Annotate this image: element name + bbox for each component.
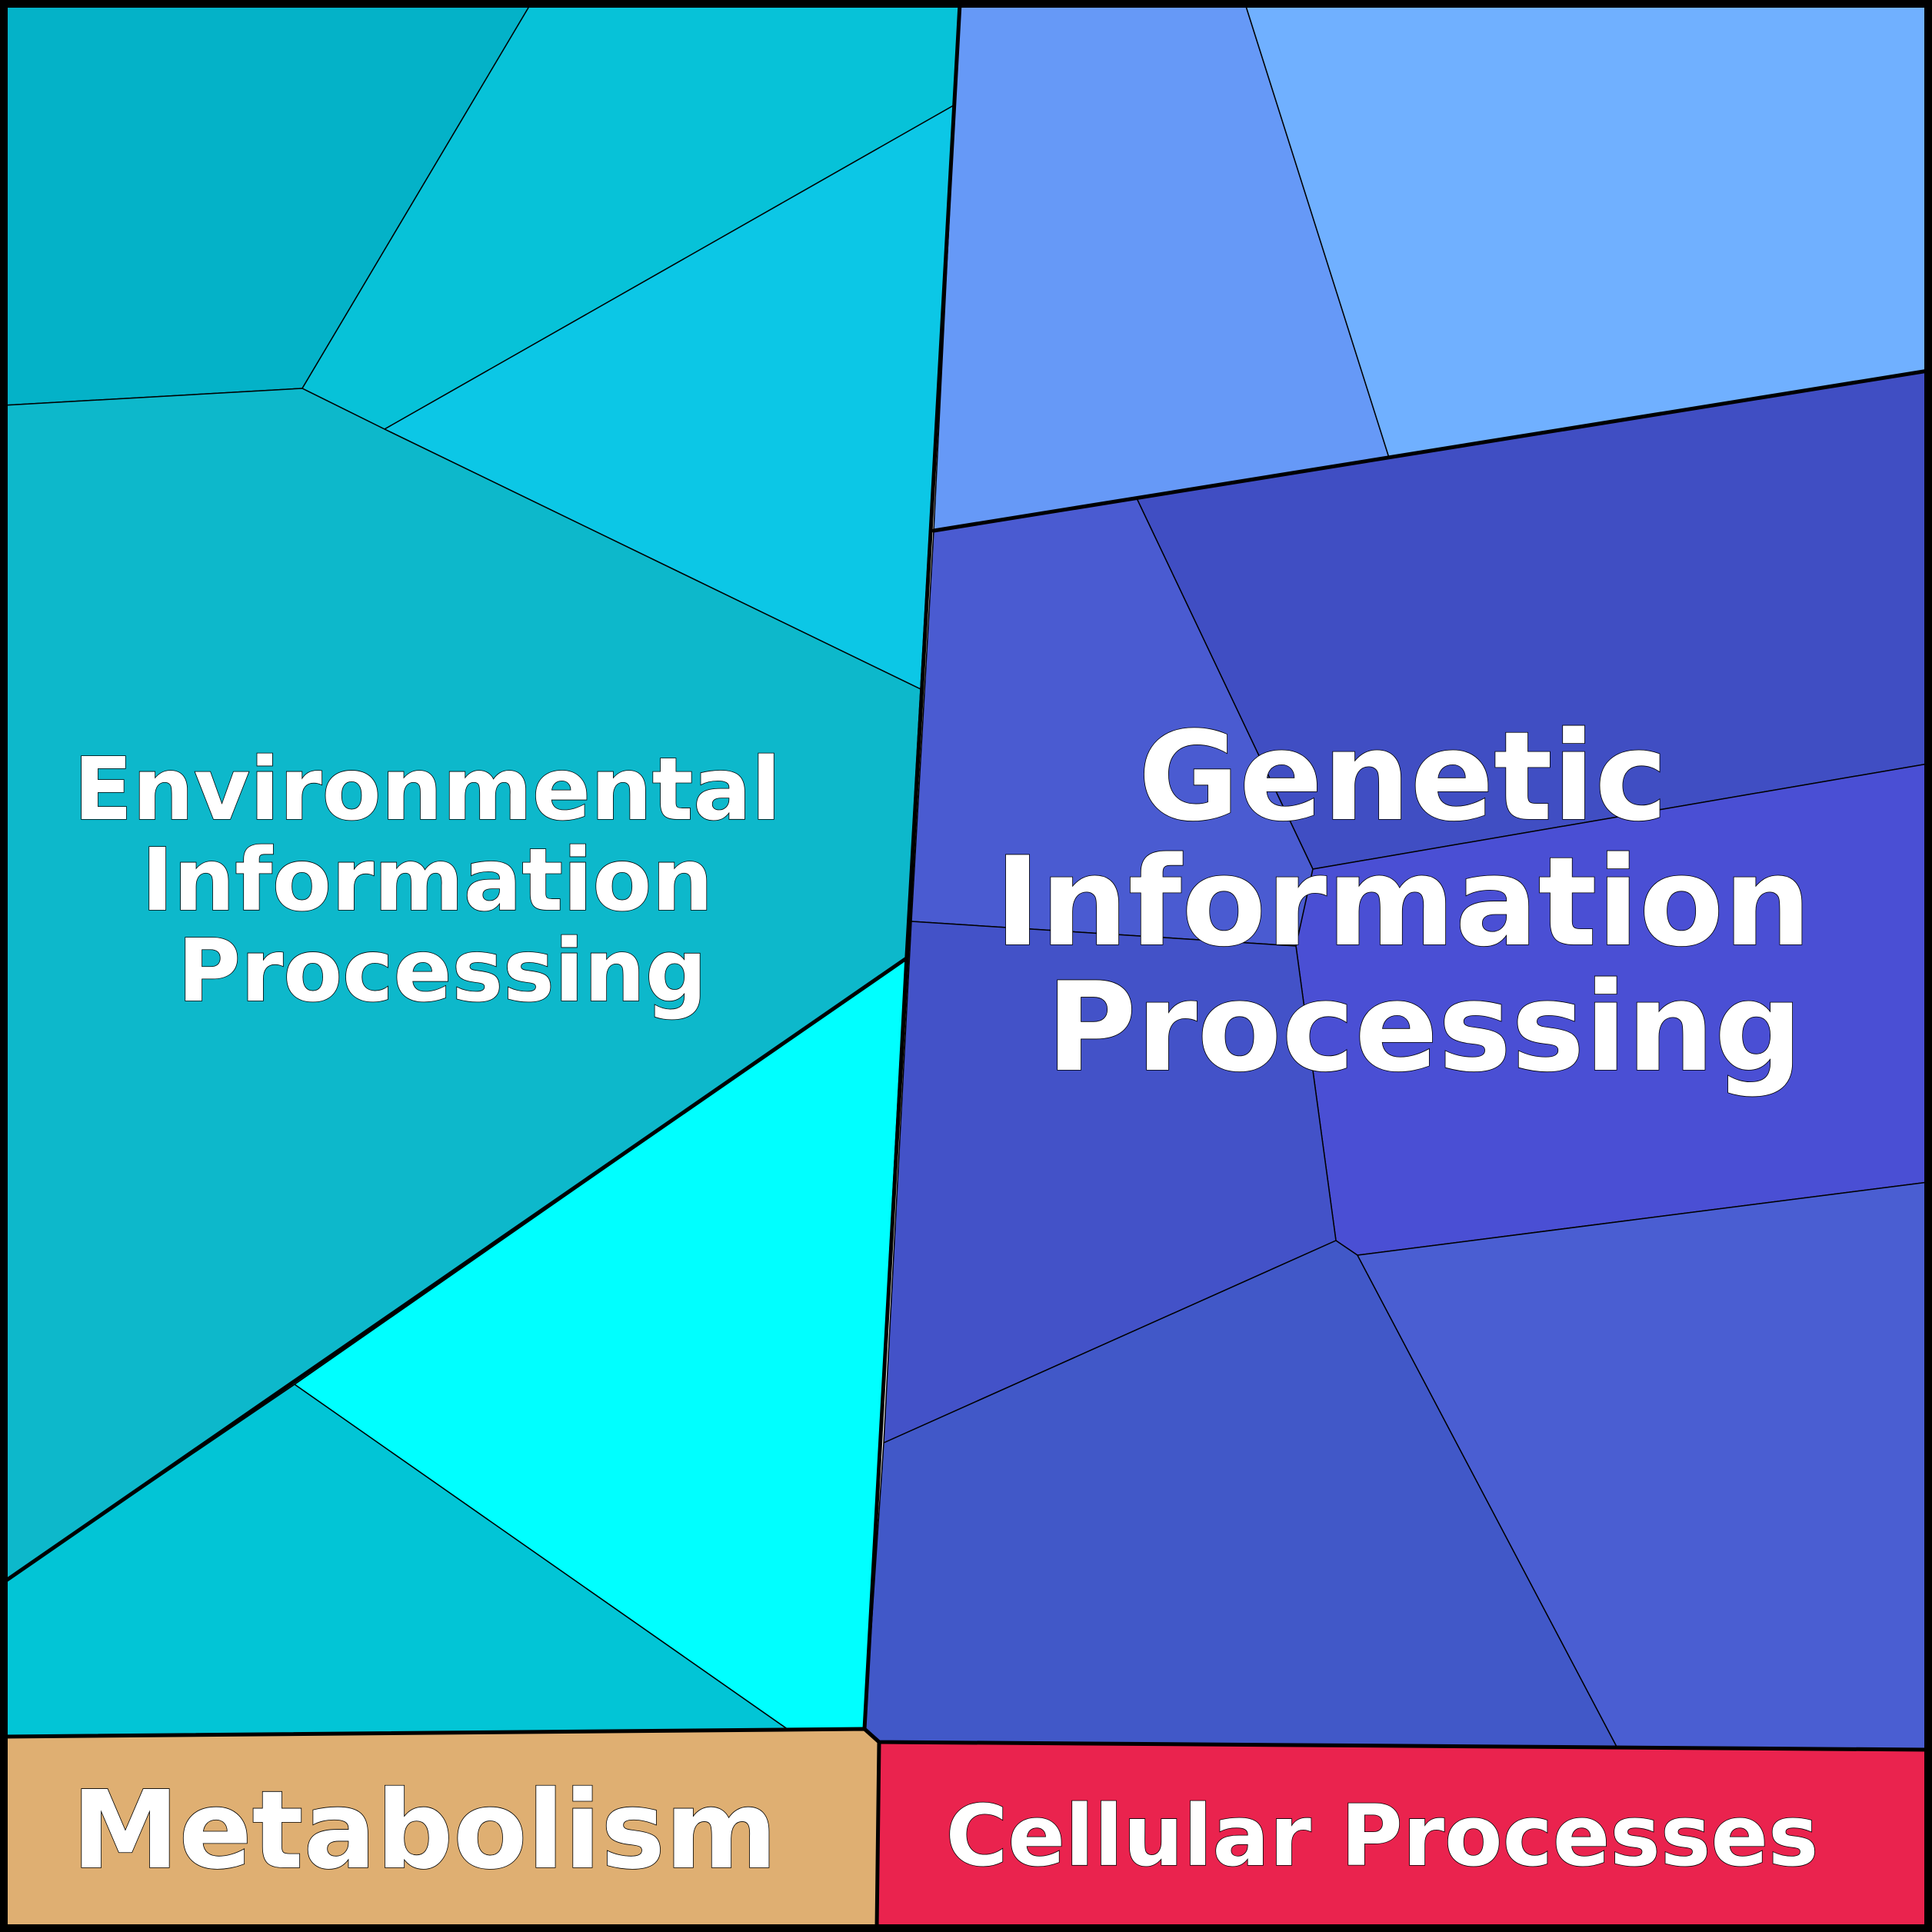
env-gen-border — [862, 2, 962, 1731]
genetic-label-line: Information — [994, 830, 1811, 974]
gen-upper-lower-border — [931, 368, 1930, 533]
environmental-region — [3, 3, 961, 1737]
env-diagonal-border — [2, 957, 908, 1584]
environmental-label: Environmental Information Processing — [74, 740, 811, 1021]
metabolism-top-border — [2, 1727, 1930, 1752]
metabolism-cellular-divider — [874, 1740, 881, 1930]
genetic-label-line: Processing — [1046, 955, 1802, 1099]
environmental-label-line: Environmental — [74, 740, 781, 840]
cellular-processes-label: Cellular Processes — [946, 1787, 1819, 1885]
genetic-region — [864, 3, 1929, 1750]
genetic-label: Genetic Information Processing — [994, 705, 1854, 1099]
genetic-label-line: Genetic — [1138, 705, 1667, 848]
environmental-label-line: Information — [142, 831, 713, 931]
environmental-label-line: Processing — [178, 921, 707, 1021]
metabolism-label: Metabolism — [72, 1768, 777, 1894]
